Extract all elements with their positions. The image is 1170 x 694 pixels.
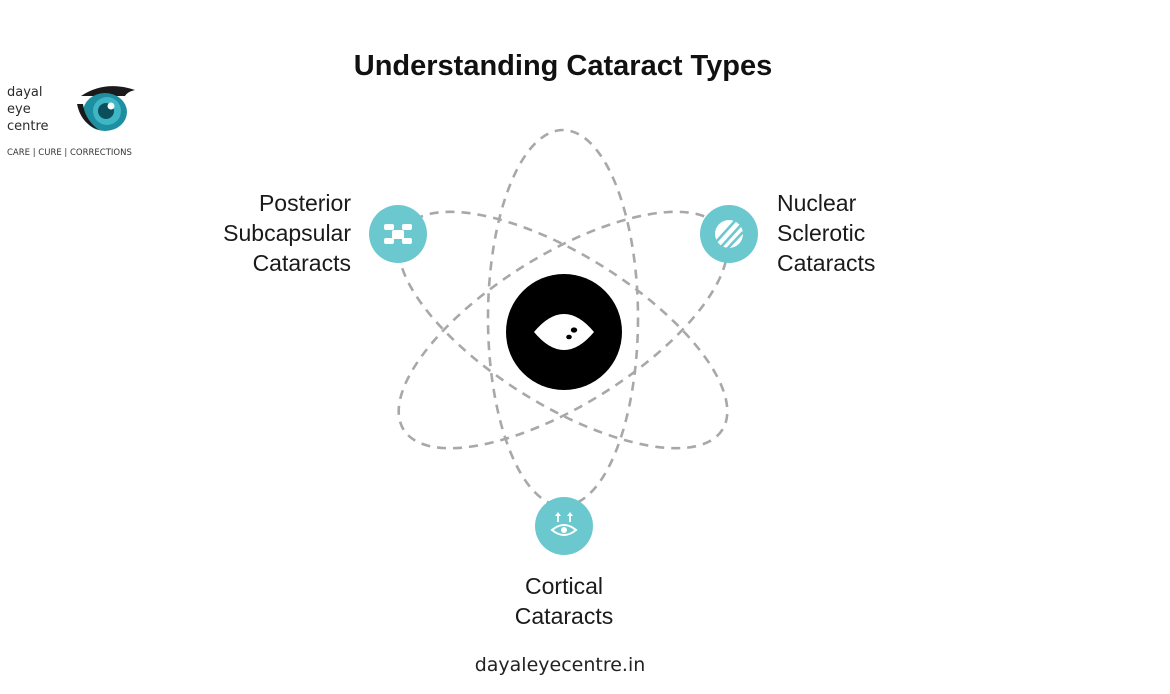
- label-line: Cortical: [525, 573, 603, 599]
- label-line: Nuclear: [777, 190, 857, 216]
- label-posterior-subcapsular: Posterior Subcapsular Cataracts: [223, 188, 351, 278]
- label-line: Posterior: [258, 190, 351, 216]
- eye-arrows-icon: [550, 512, 578, 536]
- brand-name-line: centre: [7, 119, 49, 134]
- brand-name-line: dayal: [7, 85, 43, 100]
- label-line: Cataracts: [514, 603, 614, 629]
- label-line: Cataracts: [777, 250, 876, 276]
- label-line: Subcapsular: [223, 220, 351, 246]
- brand-logo: dayal eye centre CARE | CURE | CORRECTIO…: [7, 84, 147, 164]
- page-title: Understanding Cataract Types: [353, 50, 773, 82]
- striped-circle-icon: [715, 220, 744, 250]
- eye-icon: [534, 314, 594, 350]
- label-nuclear-sclerotic: Nuclear Sclerotic Cataracts: [777, 188, 875, 278]
- website-url: dayaleyecentre.in: [474, 654, 646, 676]
- label-line: Sclerotic: [777, 220, 866, 246]
- posterior-node: [369, 205, 427, 263]
- brand-name-line: eye: [7, 102, 31, 117]
- nuclear-node: [700, 205, 758, 263]
- cortical-node: [535, 497, 593, 555]
- brand-eye-icon: [77, 86, 135, 131]
- label-cortical: Cortical Cataracts: [464, 571, 664, 631]
- spine-vertebrae-icon: [384, 224, 412, 244]
- brand-tagline: CARE | CURE | CORRECTIONS: [7, 148, 132, 158]
- center-node: [506, 274, 622, 390]
- brand-name: dayal eye centre: [7, 84, 49, 135]
- label-line: Cataracts: [252, 250, 351, 276]
